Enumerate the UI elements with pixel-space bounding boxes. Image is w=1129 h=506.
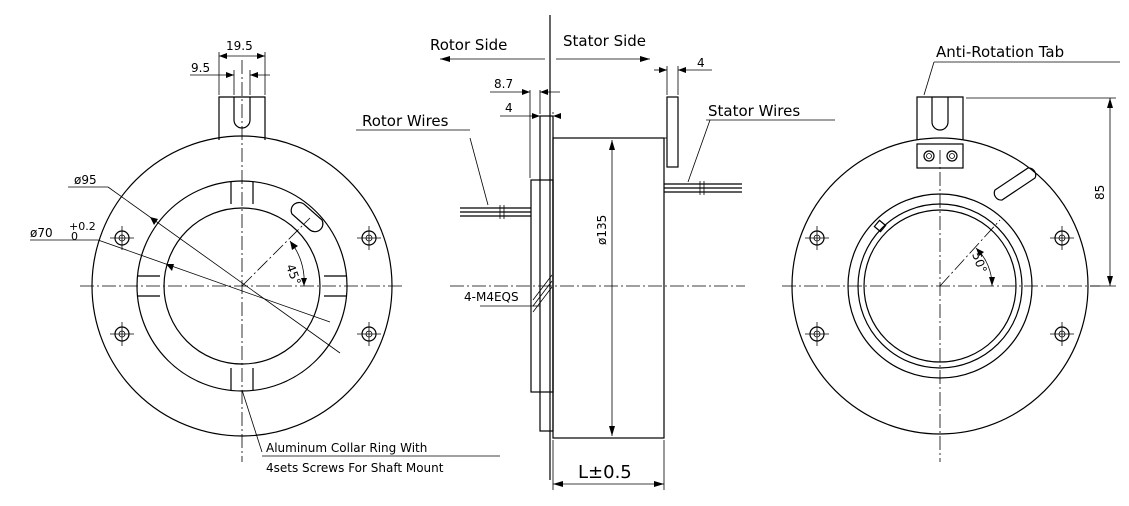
dim-flange-thk: 4 [505, 101, 513, 115]
left-view: 19.5 9.5 ø95 ø70 +0.2 0 45° Aluminum Col… [30, 39, 500, 475]
dim-body-dia: ø135 [595, 215, 609, 245]
note-collar-line1: Aluminum Collar Ring With [266, 441, 427, 455]
stator-wires [664, 181, 742, 195]
dim-slot-offset: 9.5 [191, 61, 210, 75]
dim-dia-bore: ø70 [30, 226, 53, 240]
mounting-holes-right [805, 226, 1074, 346]
dim-slot-width: 19.5 [226, 39, 253, 53]
dim-flange-gap: 8.7 [494, 77, 513, 91]
label-anti-rotation-tab: Anti-Rotation Tab [936, 43, 1064, 61]
dim-length: L±0.5 [578, 462, 632, 483]
right-outer-circle [791, 137, 1089, 435]
note-collar-line2: 4sets Screws For Shaft Mount [266, 461, 444, 475]
dim-dia-bore-tol-upper: +0.2 [69, 220, 96, 233]
right-bore [863, 209, 1017, 363]
dim-angle-50: 50° [969, 250, 989, 275]
dim-dia-bore-tol-lower: 0 [71, 230, 78, 243]
dim-dia-outer: ø95 [74, 173, 97, 187]
set-screw-slots [138, 182, 346, 390]
dim-angle-45: 45° [283, 262, 303, 287]
right-tab-base [916, 143, 964, 169]
right-arc-slot [993, 167, 1037, 201]
right-bearing-mid [857, 203, 1023, 369]
label-rotor-wires: Rotor Wires [362, 112, 449, 130]
rotor-flange [539, 115, 554, 432]
screw-callout: 4-M4EQS [464, 290, 519, 304]
left-u-tab [218, 96, 266, 140]
collar-ring-inner [163, 207, 321, 365]
stator-tab [666, 96, 679, 168]
stator-body [552, 137, 665, 439]
right-view: Anti-Rotation Tab 85 50° [782, 43, 1120, 462]
right-tab [916, 96, 964, 140]
mounting-holes-left [110, 226, 381, 346]
label-rotor-side: Rotor Side [430, 36, 507, 54]
left-outer-circle [91, 135, 393, 437]
label-stator-side: Stator Side [563, 32, 646, 50]
rotor-wires [460, 205, 531, 219]
side-view: Rotor Side Stator Side Rotor Wires [356, 15, 835, 490]
dim-tab-thk: 4 [697, 56, 705, 70]
dim-height-85: 85 [1093, 185, 1107, 200]
right-key-notch [873, 219, 887, 233]
right-bearing-outer [847, 193, 1033, 379]
label-stator-wires: Stator Wires [708, 102, 800, 120]
screw-hatch [532, 274, 553, 313]
arc-slot [290, 201, 324, 233]
